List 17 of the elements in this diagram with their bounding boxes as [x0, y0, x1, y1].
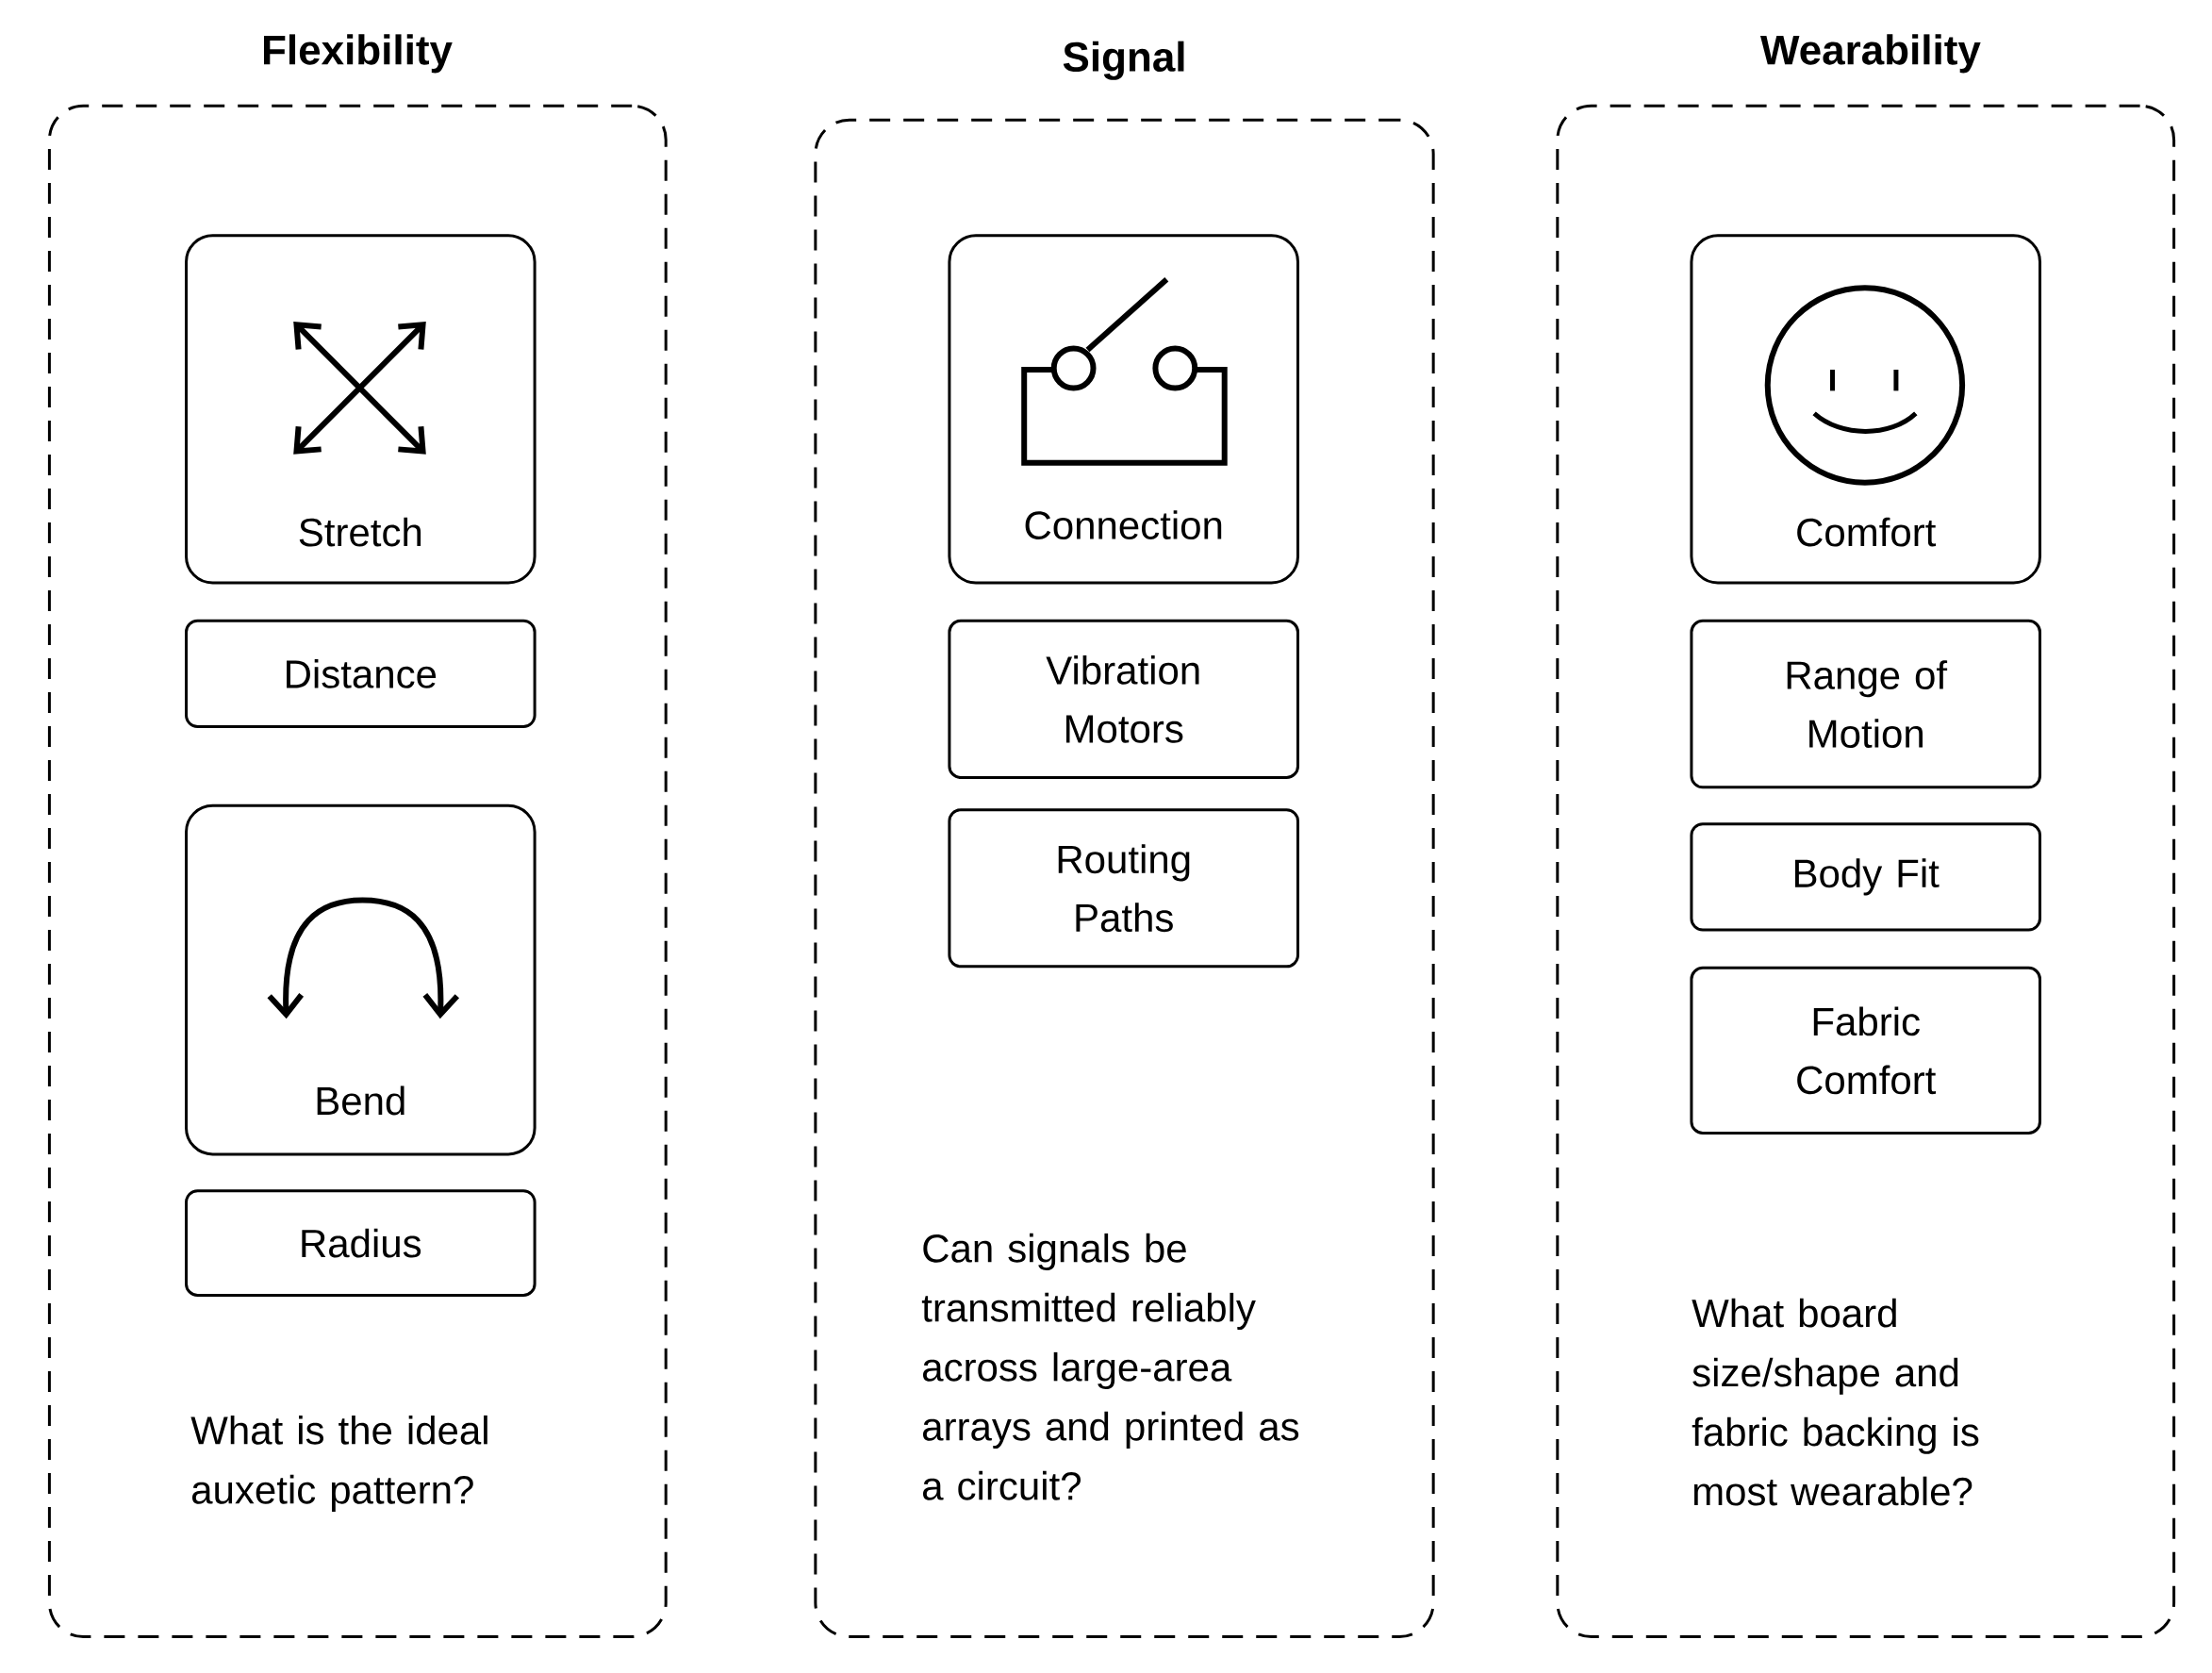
label-box: Routing Paths	[948, 808, 1299, 969]
question-text: Can signals be transmitted reliably across large-area arrays and printed as a circuit?	[921, 1233, 1299, 1500]
label-box: Range of Motion	[1690, 619, 2041, 789]
label-box: Body Fit	[1690, 822, 2041, 932]
label-box: Radius	[185, 1189, 536, 1297]
icon-label: Stretch	[299, 517, 421, 547]
panel-title: Flexibility	[264, 34, 453, 74]
label-box: Fabric Comfort	[1690, 966, 2041, 1135]
label-box: Vibration Motors	[948, 619, 1299, 779]
icon-label: Comfort	[1797, 517, 1937, 547]
panel-title: Wearability	[1760, 34, 1981, 74]
icon-label: Bend	[317, 1085, 404, 1116]
label-box: Distance	[185, 619, 536, 728]
icon-label: Connection	[1025, 510, 1222, 539]
question-text: What board size/shape and fabric backing is most wearable?	[1692, 1298, 1979, 1506]
panel-title: Signal	[1063, 41, 1184, 80]
question-text: What is the ideal auxetic pattern?	[190, 1415, 487, 1513]
